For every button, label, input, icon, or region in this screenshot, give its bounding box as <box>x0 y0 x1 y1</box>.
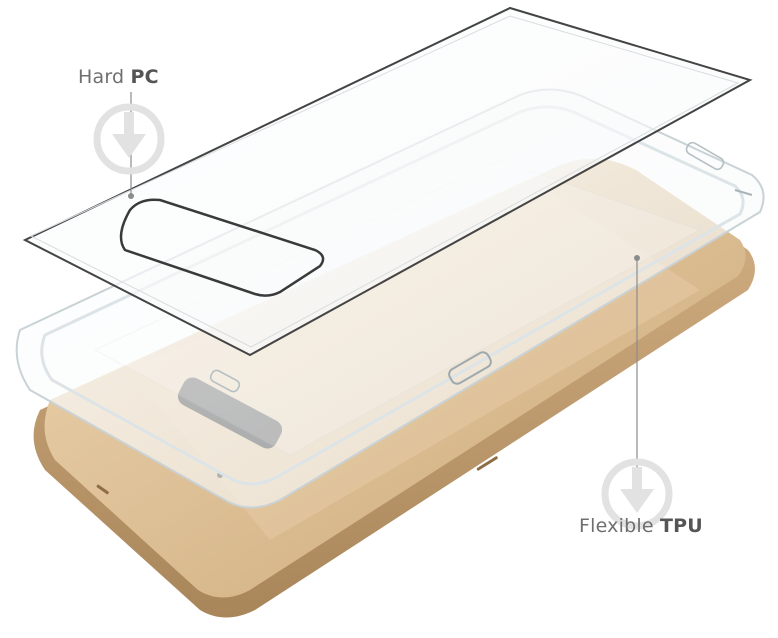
hard-pc-label-normal: Hard <box>78 66 131 88</box>
flexible-tpu-label: Flexible TPU <box>579 515 703 537</box>
camera-window <box>119 198 325 297</box>
download-watermark-icon <box>601 458 673 530</box>
hard-pc-label-bold: PC <box>130 66 159 88</box>
download-watermark-icon <box>93 103 165 175</box>
hard-pc-label: Hard PC <box>78 66 159 88</box>
flexible-tpu-label-bold: TPU <box>659 515 703 537</box>
hard-pc-back-plate <box>22 6 753 357</box>
flexible-tpu-label-normal: Flexible <box>579 515 660 537</box>
